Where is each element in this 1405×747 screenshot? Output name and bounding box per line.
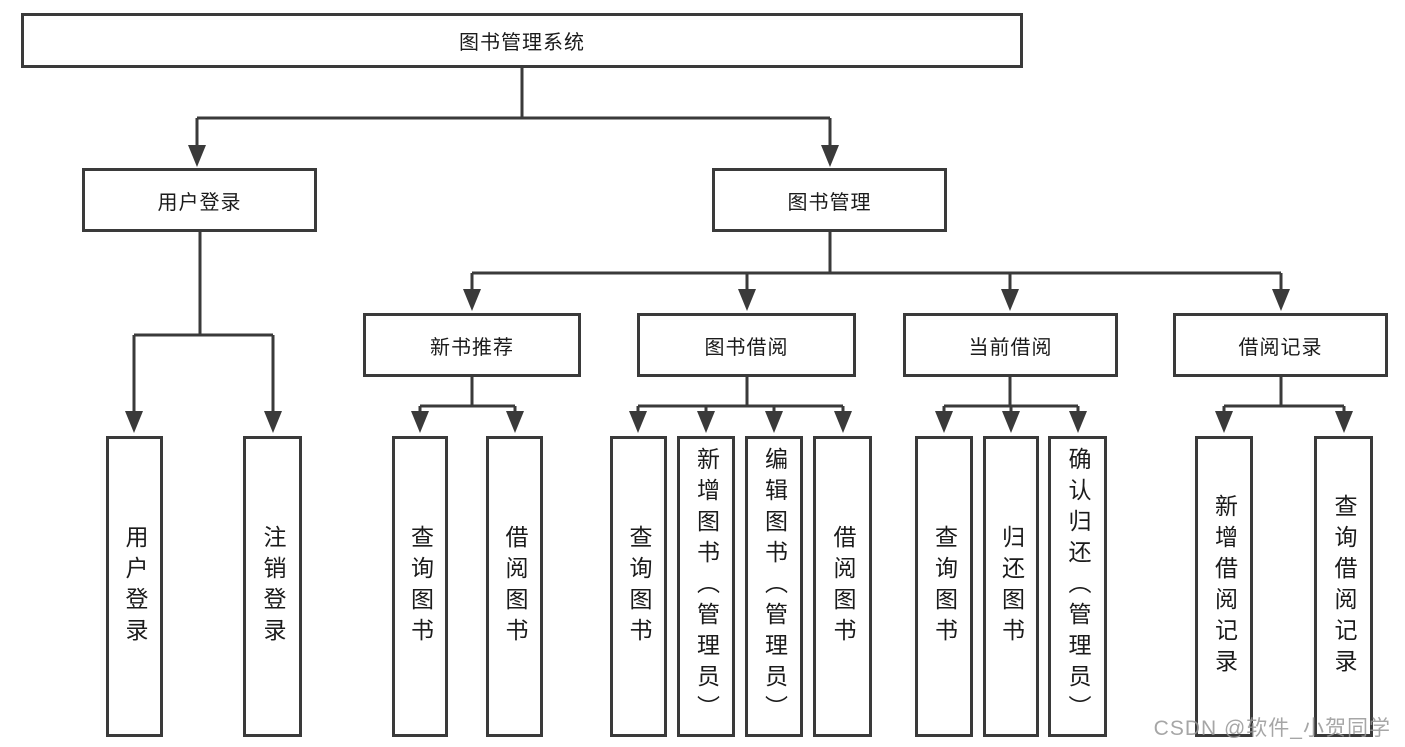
node-borrowing-records: 借阅记录 xyxy=(1173,313,1388,377)
leaf-borrow-add-books-admin: 新增图书（管理员） xyxy=(677,436,735,737)
leaf-borrow-edit-books-admin-label: 编辑图书（管理员） xyxy=(761,447,788,726)
node-root: 图书管理系统 xyxy=(21,13,1023,68)
node-current-borrowing-label: 当前借阅 xyxy=(968,336,1053,359)
node-user-login: 用户登录 xyxy=(82,168,317,232)
leaf-logout: 注销登录 xyxy=(243,436,302,737)
leaf-current-query-books-label: 查询图书 xyxy=(931,524,958,649)
node-book-borrowing: 图书借阅 xyxy=(637,313,856,377)
node-borrowing-records-label: 借阅记录 xyxy=(1238,336,1323,359)
leaf-record-query: 查询借阅记录 xyxy=(1314,436,1373,737)
leaf-user-login: 用户登录 xyxy=(106,436,163,737)
leaf-current-confirm-return-admin: 确认归还（管理员） xyxy=(1048,436,1107,737)
leaf-current-confirm-return-admin-label: 确认归还（管理员） xyxy=(1065,447,1091,726)
leaf-borrow-add-books-admin-label: 新增图书（管理员） xyxy=(693,447,720,726)
leaf-borrow-edit-books-admin: 编辑图书（管理员） xyxy=(745,436,803,737)
leaf-user-login-label: 用户登录 xyxy=(122,524,148,649)
leaf-current-query-books: 查询图书 xyxy=(915,436,973,737)
leaf-current-return-books: 归还图书 xyxy=(983,436,1039,737)
leaf-borrow-query-books-label: 查询图书 xyxy=(626,524,652,649)
leaf-logout-label: 注销登录 xyxy=(260,524,286,649)
leaf-newbook-query-books: 查询图书 xyxy=(392,436,448,737)
node-book-borrowing-label: 图书借阅 xyxy=(704,336,789,359)
leaf-newbook-query-books-label: 查询图书 xyxy=(407,524,434,649)
node-book-management-label: 图书管理 xyxy=(787,191,872,214)
leaf-record-add-label: 新增借阅记录 xyxy=(1211,493,1238,680)
node-user-login-label: 用户登录 xyxy=(157,191,242,214)
leaf-borrow-borrow-books: 借阅图书 xyxy=(813,436,872,737)
leaf-current-return-books-label: 归还图书 xyxy=(998,524,1025,649)
node-new-book-recommend-label: 新书推荐 xyxy=(430,336,514,359)
node-new-book-recommend: 新书推荐 xyxy=(363,313,581,377)
leaf-borrow-borrow-books-label: 借阅图书 xyxy=(830,524,856,649)
leaf-record-query-label: 查询借阅记录 xyxy=(1331,493,1357,680)
leaf-newbook-borrow-books-label: 借阅图书 xyxy=(502,524,528,649)
arrowheads xyxy=(125,145,1353,433)
leaf-borrow-query-books: 查询图书 xyxy=(610,436,667,737)
node-root-label: 图书管理系统 xyxy=(459,32,585,54)
leaf-record-add: 新增借阅记录 xyxy=(1195,436,1253,737)
node-current-borrowing: 当前借阅 xyxy=(903,313,1118,377)
node-book-management: 图书管理 xyxy=(712,168,947,232)
csdn-watermark: CSDN @软件_小贺同学 xyxy=(1153,717,1391,740)
leaf-newbook-borrow-books: 借阅图书 xyxy=(486,436,543,737)
